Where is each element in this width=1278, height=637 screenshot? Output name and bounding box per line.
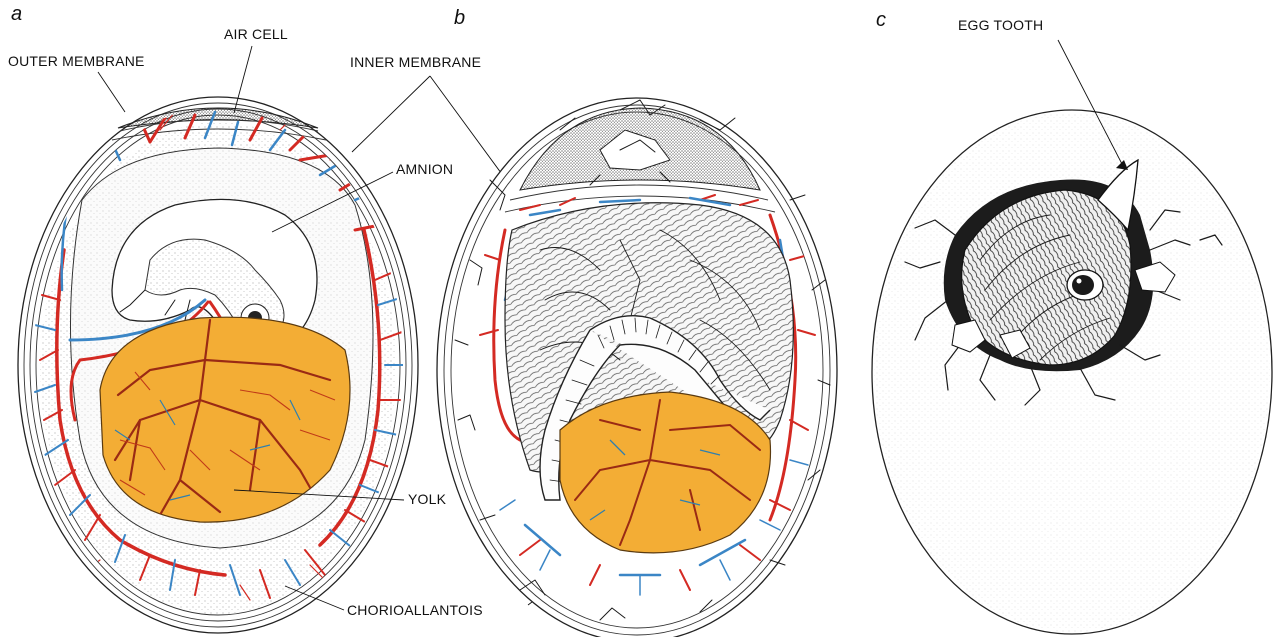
panel-letter-b: b [454, 7, 465, 29]
panel-letter-c: c [876, 9, 886, 31]
panel-b: b [437, 7, 837, 637]
label-outer-membrane: OUTER MEMBRANE [8, 53, 145, 69]
leader-outer-membrane [98, 72, 125, 112]
label-inner-membrane: INNER MEMBRANE [350, 54, 481, 70]
label-amnion: AMNION [396, 161, 453, 177]
label-egg-tooth: EGG TOOTH [958, 17, 1043, 33]
panel-c: c EGG TOOTH [872, 9, 1272, 634]
panel-letter-a: a [11, 3, 22, 25]
label-air-cell: AIR CELL [224, 26, 288, 42]
label-chorioallantois: CHORIOALLANTOIS [347, 602, 483, 618]
label-yolk: YOLK [408, 491, 447, 507]
